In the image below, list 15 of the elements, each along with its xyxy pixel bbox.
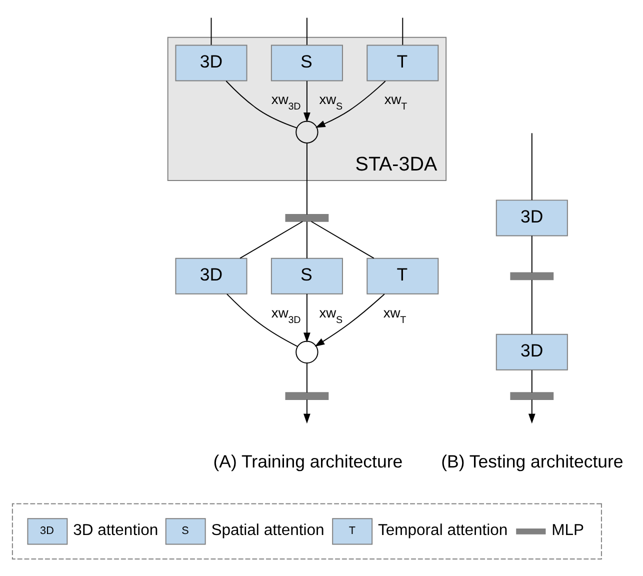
label: (B) Testing architecture xyxy=(441,452,624,472)
edge-label: xw$_{T}$ xyxy=(384,91,408,113)
edge-label: xw$_{S}$ xyxy=(319,91,343,113)
legend-label: MLP xyxy=(552,522,584,540)
edge-label: xw$_{3D}$ xyxy=(271,304,301,326)
legend-label: Temporal attention xyxy=(378,522,508,540)
legend-label: Spatial attention xyxy=(211,522,324,540)
edge-label: xw$_{3D}$ xyxy=(271,91,301,113)
legend-label: 3D attention xyxy=(73,522,158,540)
edge-label: xw$_{T}$ xyxy=(383,304,406,326)
label: 3D xyxy=(40,525,54,538)
label: S xyxy=(182,525,189,538)
label: T xyxy=(348,525,356,538)
edge-label: xw$_{S}$ xyxy=(319,304,343,326)
label: (A) Training architecture xyxy=(213,452,403,472)
